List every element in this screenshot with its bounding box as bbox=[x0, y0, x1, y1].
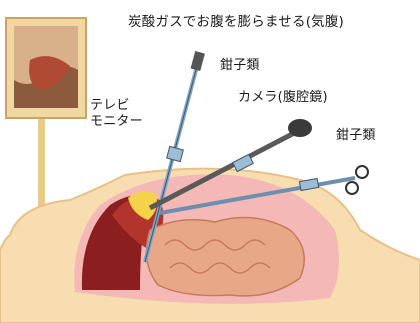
camera-label: カメラ(腹腔鏡) bbox=[238, 90, 328, 106]
forceps-upper-port bbox=[167, 146, 184, 161]
camera-head bbox=[288, 119, 312, 137]
forceps-right-ring bbox=[346, 182, 358, 194]
monitor-stand bbox=[38, 115, 45, 210]
forceps-right-label: 鉗子類 bbox=[336, 128, 376, 144]
camera-port bbox=[233, 154, 254, 171]
forceps-right-ring bbox=[356, 166, 368, 178]
title-label: 炭酸ガスでお腹を膨らませる(気腹) bbox=[128, 14, 344, 31]
monitor-label: テレビ モニター bbox=[90, 98, 160, 131]
tv-monitor bbox=[6, 18, 86, 210]
forceps-upper-handle bbox=[191, 51, 205, 71]
monitor-label-line1: テレビ bbox=[90, 98, 160, 114]
forceps-upper-label: 鉗子類 bbox=[220, 58, 260, 74]
intestines bbox=[146, 218, 304, 296]
monitor-label-line2: モニター bbox=[90, 114, 160, 130]
